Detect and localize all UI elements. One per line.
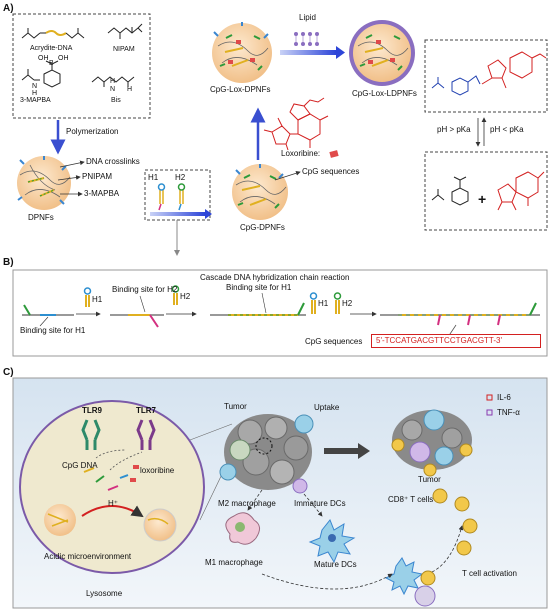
ph-box-bottom [424, 151, 548, 231]
dpnfs-label: DPNFs [28, 213, 54, 222]
lipid-label: Lipid [299, 13, 316, 22]
h2-label: H2 [175, 173, 186, 182]
ph-box-top [424, 39, 548, 113]
tlr9-receptor [81, 419, 101, 450]
tumor-label-2: Tumor [418, 475, 441, 484]
panel-label-b: B) [3, 257, 14, 268]
monomer-box [12, 13, 151, 119]
hcr-title: Cascade DNA hybridization chain reaction [200, 273, 350, 282]
lysosome-label: Lysosome [86, 589, 123, 598]
binding-site-h2-label: Binding site for H2 [112, 285, 178, 294]
zoom-line-1 [189, 423, 233, 441]
t-cell-activation-label: T cell activation [462, 569, 517, 578]
dna-crosslinks-label: DNA crosslinks [86, 157, 140, 166]
boron-atom: B [49, 60, 54, 67]
ph-greater-label: pH > pKa [437, 125, 471, 134]
m1-macrophage-label: M1 macrophage [205, 558, 263, 567]
lysosome-particles [44, 504, 177, 542]
cpg-lox-ldpnfs-particle [349, 20, 415, 86]
hcr-h2-label-1: H2 [180, 292, 191, 301]
signal-lines [95, 449, 143, 471]
dc-maturation-arrow [303, 493, 323, 517]
hairpin-box [144, 169, 212, 221]
binding-site-h1-label-2: Binding site for H1 [226, 283, 292, 292]
mature-dcs-label: Mature DCs [314, 560, 357, 569]
cpg-dna-fragments [83, 465, 139, 491]
dc-tcell-pair [384, 557, 436, 607]
tumor-cluster [219, 414, 314, 494]
hcr-h2-label-2: H2 [342, 299, 353, 308]
m1-macrophage [225, 512, 260, 545]
mapba-pointer-label: 3-MAPBA [84, 189, 120, 198]
nitrogen-label-1: N [32, 83, 38, 90]
tnf-label: TNF-α [497, 408, 520, 417]
acrydite-dna-label: Acrydite-DNA [30, 45, 73, 52]
mature-dc [308, 519, 356, 564]
binding-site-h1-label: Binding site for H1 [20, 326, 86, 335]
acidic-microenvironment-label: Acidic microenvironment [44, 552, 132, 561]
ph-less-label: pH < pKa [490, 125, 524, 134]
hydrogen-label-3: H [127, 86, 133, 93]
h1-label: H1 [148, 173, 159, 182]
cd8-t-cells-label: CD8⁺ T cells [388, 495, 434, 504]
uptake-arrow [324, 443, 370, 459]
hcr-h1-label-1: H1 [92, 295, 103, 304]
hcr-pointer-lines [39, 292, 267, 327]
ph-equilibrium-arrows [475, 117, 487, 147]
m2-to-m1-arrow [247, 489, 263, 511]
plus-sign: + [478, 191, 487, 207]
proton-label: H⁺ [108, 499, 118, 508]
cpg-lox-dpnfs-particle [212, 22, 272, 83]
cpg-lox-ldpnfs-label: CpG-Lox-LDPNFs [352, 89, 417, 98]
pnipam-label: PNIPAM [82, 172, 113, 181]
m2-macrophage-label: M2 macrophage [218, 499, 276, 508]
cd8-t-cells [432, 488, 478, 556]
cpg-dpnfs-particle [232, 164, 301, 220]
nitrogen-label-2: N [110, 86, 116, 93]
il6-label: IL-6 [497, 393, 511, 402]
panel-label-a: A) [3, 3, 14, 14]
cpg-dpnfs-label: CpG-DPNFs [240, 223, 285, 232]
lipid-arrow [280, 32, 345, 59]
cpg-sequences-label: CpG sequences [302, 167, 360, 176]
tlr7-receptor [136, 419, 156, 450]
cpg-sequence-text: 5'-TCCATGACGTTCCTGACGTT-3' [376, 336, 503, 345]
cpg-sequence-box [371, 334, 541, 348]
nipam-label: NIPAM [113, 46, 135, 53]
loxoribine-c-label: loxoribine [140, 466, 175, 475]
loxoribine-icon [329, 150, 339, 158]
immature-dcs-label: Immature DCs [294, 499, 346, 508]
bis-label: Bis [111, 97, 121, 104]
treated-tumor [391, 409, 473, 477]
hydroxyl-label-2: OH [58, 55, 69, 62]
cpg-lox-dpnfs-label: CpG-Lox-DPNFs [210, 85, 271, 94]
tlr7-label: TLR7 [136, 406, 156, 415]
mapba-label: 3-MAPBA [20, 97, 51, 104]
hcr-h1-label-2: H1 [318, 299, 329, 308]
hydroxyl-label-1: OH [38, 55, 49, 62]
uptake-label: Uptake [314, 403, 340, 412]
cpg-dna-label: CpG DNA [62, 461, 98, 470]
panel-label-c: C) [3, 367, 14, 378]
tumor-label-1: Tumor [224, 402, 247, 411]
polymerization-label: Polymerization [66, 127, 119, 136]
dpnfs-particle [17, 156, 85, 210]
tlr9-label: TLR9 [82, 406, 102, 415]
loxoribine-structure [263, 97, 329, 151]
hydrogen-label-1: H [32, 90, 38, 97]
cpg-sequences-label-b: CpG sequences [305, 337, 363, 346]
hydrogen-label-2: H [110, 78, 116, 85]
migration-arrow [261, 573, 393, 590]
loxoribine-label: Loxoribine: [281, 149, 321, 158]
hcr-strands [22, 285, 540, 338]
activation-arrow [431, 525, 464, 573]
lysosome [19, 400, 205, 574]
cytokine-legend [486, 394, 493, 416]
